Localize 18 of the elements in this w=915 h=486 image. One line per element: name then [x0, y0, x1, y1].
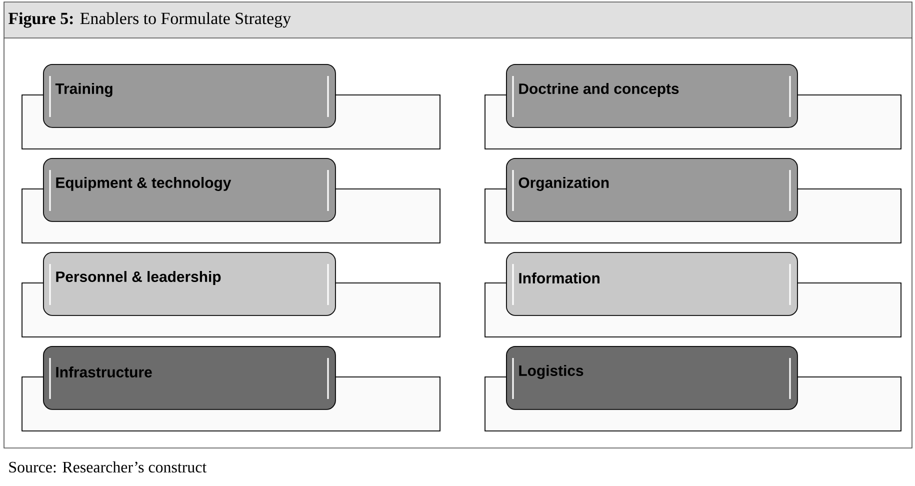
enabler-box: [506, 346, 798, 410]
enabler-label: Information: [519, 272, 600, 284]
figure-title: Figure 5: Enablers to Formulate Strategy: [8, 12, 291, 28]
enabler-box: [43, 158, 336, 222]
enabler-label: Equipment & technology: [56, 177, 232, 191]
enabler-box: [506, 158, 798, 222]
enabler-box: [43, 252, 336, 316]
enabler-box: [506, 252, 798, 316]
enabler-label: Logistics: [519, 365, 584, 379]
enabler-label: Organization: [518, 177, 609, 191]
source-caption: Source: Researcher’s construct: [9, 461, 207, 473]
enabler-label: Personnel & leadership: [56, 271, 221, 285]
enabler-box: [43, 64, 336, 128]
enabler-label: Training: [55, 83, 112, 97]
enabler-box: [506, 64, 798, 128]
enabler-label: Doctrine and concepts: [519, 83, 679, 97]
enabler-label: Infrastructure: [56, 366, 152, 378]
enabler-box: [43, 346, 336, 410]
